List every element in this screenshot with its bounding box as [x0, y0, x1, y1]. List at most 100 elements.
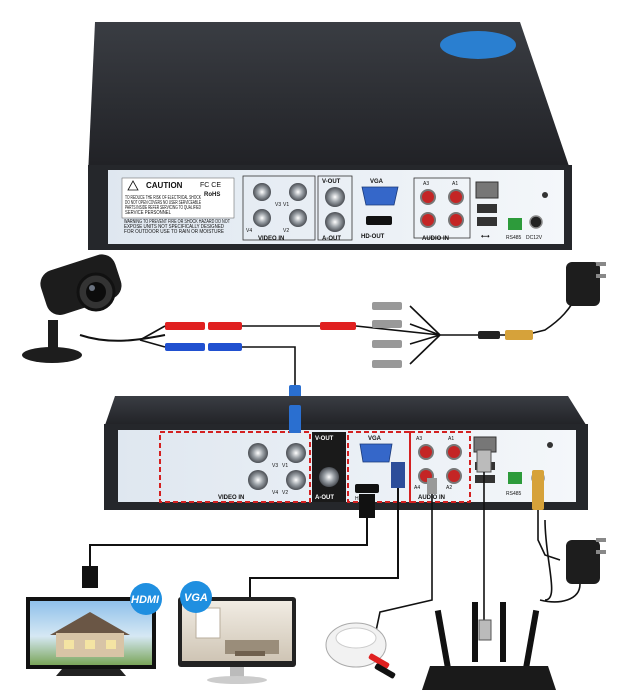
tv-house-window-2: [85, 640, 95, 649]
bottom-rca-port-a1[interactable]: [446, 444, 462, 460]
bottom-bnc-port-v4[interactable]: [248, 470, 268, 490]
warning-line-2: EXPOSE UNITS NOT SPECIFICALLY DESIGNED: [124, 224, 224, 230]
vga-cable-plug[interactable]: [391, 462, 405, 488]
bottom-v-out-label: V-OUT: [315, 436, 334, 442]
vga-badge-text: VGA: [184, 592, 208, 604]
vga-room-table: [235, 651, 265, 656]
vga-port[interactable]: [361, 186, 399, 206]
hdmi-tv-plug[interactable]: [82, 566, 98, 588]
rca-port-a4[interactable]: [420, 212, 436, 228]
ch-label-v4: V4: [246, 228, 252, 234]
bottom-bnc-port-vout[interactable]: [319, 467, 339, 487]
bottom-usb-port-2[interactable]: [475, 475, 495, 483]
warning-line-3: FOR OUTDOOR USE TO RAIN OR MOISTURE: [124, 229, 225, 235]
usb-port-2[interactable]: [477, 217, 497, 226]
caution-line-3: PARTS INSIDE REFER SERVICING TO QUALIFIE…: [125, 205, 201, 211]
bottom-bnc-port-v3[interactable]: [248, 443, 268, 463]
vga-cable: [249, 488, 399, 598]
dc-cable-loop: [544, 519, 553, 601]
cert-marks: FC CE: [200, 182, 221, 189]
extension-red-end[interactable]: [320, 322, 356, 330]
splitter-plug-2[interactable]: [372, 320, 402, 328]
bnc-port-v3[interactable]: [253, 183, 271, 201]
bottom-rca-port-a3[interactable]: [418, 444, 434, 460]
mic-rca-plug[interactable]: [427, 478, 437, 494]
camera-blue-connector[interactable]: [165, 343, 205, 351]
bottom-audio-label-a4: A4: [414, 485, 420, 491]
dc-gold-plug[interactable]: [532, 470, 544, 510]
bottom-video-in-label: VIDEO IN: [218, 495, 244, 501]
bnc-port-v1[interactable]: [289, 183, 307, 201]
audio-label-a3: A3: [423, 181, 429, 187]
camera-cable: [79, 334, 166, 342]
hdmi-badge: HDMI: [130, 583, 162, 615]
bottom-audio-label-a3: A3: [416, 436, 422, 442]
audio-label-a1: A1: [452, 181, 458, 187]
extension-red-connector[interactable]: [208, 322, 242, 330]
hdmi-port[interactable]: [366, 216, 392, 225]
splitter-gold-plug[interactable]: [505, 330, 533, 340]
warning-line-1: WARNING TO PREVENT FIRE OR SHOCK HAZARD …: [124, 219, 230, 225]
caution-line-2: DO NOT OPEN COVERS NO USER SERVICEABLE: [125, 200, 201, 206]
warning-triangle-icon: [127, 180, 139, 191]
splitter-plug-4[interactable]: [372, 360, 402, 368]
bottom-audio-label-a2: A2: [446, 485, 452, 491]
bottom-rs485-terminal[interactable]: [508, 472, 522, 484]
bnc-port-v4[interactable]: [253, 209, 271, 227]
bottom-hdmi-port[interactable]: [355, 484, 379, 493]
splitter-plug-1[interactable]: [372, 302, 402, 310]
bottom-rca-port-a2[interactable]: [446, 468, 462, 484]
bnc-port-vout[interactable]: [325, 187, 345, 207]
dvr-top-lid: [88, 22, 572, 175]
bottom-a-out-label: A-OUT: [315, 495, 334, 501]
bottom-bnc-port-v2[interactable]: [286, 470, 306, 490]
dvr-top-logo-badge: [440, 31, 516, 59]
ch-label-v1: V1: [283, 202, 289, 208]
microphone-icon[interactable]: [325, 622, 396, 679]
camera-cable-split: [139, 325, 166, 348]
rs485-terminal[interactable]: [508, 218, 522, 230]
vga-label: VGA: [370, 179, 384, 185]
ground-screw: [542, 192, 548, 198]
hdmi-cable: [89, 518, 368, 572]
camera-icon[interactable]: [22, 251, 125, 363]
vga-monitor-base: [207, 676, 267, 684]
output-cables: [82, 449, 606, 651]
bottom-ch-label-v3: V3: [272, 463, 278, 469]
camera-red-connector[interactable]: [165, 322, 205, 330]
extension-blue-connector[interactable]: [208, 343, 242, 351]
rca-port-a1[interactable]: [448, 189, 464, 205]
video-in-label: VIDEO IN: [258, 236, 284, 242]
bnc-port-v2[interactable]: [289, 209, 307, 227]
bottom-bnc-plug-connected[interactable]: [289, 405, 301, 433]
lan-port[interactable]: [475, 181, 499, 199]
router-lan-plug[interactable]: [478, 619, 492, 641]
bnc-port-aout[interactable]: [325, 212, 345, 232]
router-icon[interactable]: [422, 602, 556, 690]
bottom-rs485-label: RS485: [506, 491, 522, 497]
caution-title: CAUTION: [146, 181, 183, 190]
bottom-vga-port[interactable]: [359, 443, 393, 463]
rca-port-a3[interactable]: [420, 189, 436, 205]
splitter-cable-icon: [355, 305, 500, 365]
usb-port-1[interactable]: [477, 204, 497, 213]
tv-monitor: [26, 597, 156, 676]
caution-line-4: SERVICE PERSONNEL: [125, 210, 171, 216]
splitter-dc-jack[interactable]: [478, 331, 500, 339]
splitter-plug-3[interactable]: [372, 340, 402, 348]
power-adapter-icon[interactable]: [566, 262, 606, 306]
ch-label-v3: V3: [275, 202, 281, 208]
hdmi-cable-plug[interactable]: [359, 494, 375, 518]
bottom-power-adapter-icon[interactable]: [566, 538, 606, 584]
dc-power-port[interactable]: [529, 215, 543, 229]
bottom-ground-screw: [547, 442, 553, 448]
video-in-block: [242, 175, 316, 241]
bottom-ch-label-v1: V1: [282, 463, 288, 469]
dvr-bottom-panel-plate: [118, 430, 576, 502]
rca-port-a2[interactable]: [448, 212, 464, 228]
caution-line-1: TO REDUCE THE RISK OF ELECTRICAL SHOCK: [125, 195, 201, 201]
hdmi-badge-text: HDMI: [131, 594, 160, 606]
usb-icon: ⟷: [481, 233, 490, 240]
bottom-bnc-port-v1[interactable]: [286, 443, 306, 463]
lan-cable-plug[interactable]: [476, 449, 492, 473]
